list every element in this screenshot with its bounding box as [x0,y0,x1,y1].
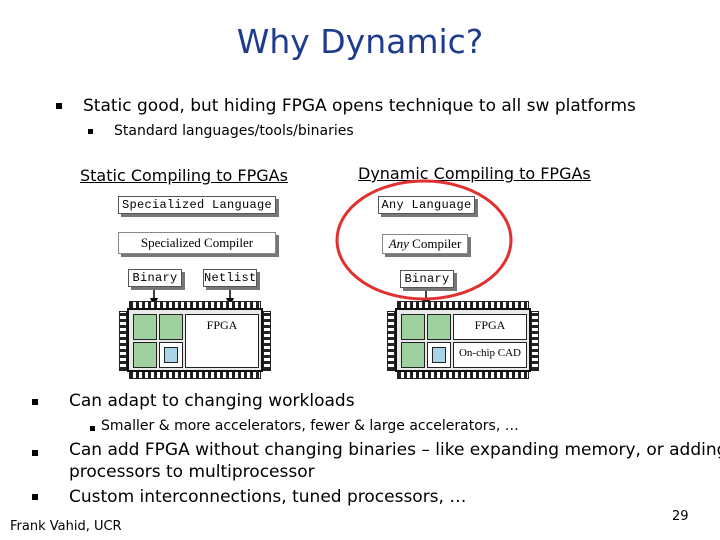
chip-body: FPGA On-chip CAD [395,308,531,372]
bullet-marker [32,450,38,456]
fpga-label-area: FPGA [185,314,259,368]
sub-bullet-marker [90,426,95,431]
sub-bullet-marker [88,129,93,134]
bullet-marker [32,399,38,405]
dynamic-compiling-heading: Dynamic Compiling to FPGAs [358,164,591,183]
sub-bullet-standard: Standard languages/tools/binaries [114,123,354,139]
bullet-marker [32,494,38,500]
logic-cell [133,342,157,368]
logic-cell [427,314,451,340]
logic-cell-configured [164,347,178,363]
bullet-add-fpga-line1: Can add FPGA without changing binaries –… [69,440,720,460]
any-compiler-label: Compiler [408,236,462,251]
logic-cell [401,314,425,340]
chip-pins-left [119,311,127,371]
specialized-language-box: Specialized Language [118,196,276,214]
page-number: 29 [672,509,689,524]
on-chip-cad-label: On-chip CAD [458,347,522,359]
sub-bullet-accelerators: Smaller & more accelerators, fewer & lar… [101,418,519,434]
logic-cell [159,314,183,340]
any-compiler-emphasis: Any [388,236,409,251]
static-compiling-heading: Static Compiling to FPGAs [80,166,288,185]
binary-box-static: Binary [128,269,182,287]
chip-pins-left [387,311,395,371]
footer-author: Frank Vahid, UCR [10,519,122,534]
chip-pins-bottom [397,371,529,379]
any-language-label: Any Language [381,198,472,212]
chip-pins-bottom [129,371,261,379]
chip-body: FPGA [127,308,263,372]
bullet-adapt-workloads: Can adapt to changing workloads [69,391,355,411]
logic-cell-empty [427,342,451,368]
any-compiler-box: Any Compiler [382,234,468,254]
fpga-label-static: FPGA [206,318,238,332]
bullet-marker [56,103,62,109]
bullet-add-fpga-line2: processors to multiprocessor [69,462,315,482]
dynamic-fpga-chip: FPGA On-chip CAD [387,301,539,379]
bullet-custom-interconnections: Custom interconnections, tuned processor… [69,487,467,507]
chip-pins-right [531,311,539,371]
netlist-box: Netlist [203,269,257,287]
logic-cell [133,314,157,340]
static-fpga-chip: FPGA [119,301,271,379]
specialized-compiler-box: Specialized Compiler [118,232,276,254]
on-chip-cad-area: On-chip CAD [453,342,527,368]
logic-cell [401,342,425,368]
any-language-box: Any Language [378,196,475,214]
bullet-static-good: Static good, but hiding FPGA opens techn… [83,96,636,116]
logic-cell-configured [432,347,446,363]
fpga-label-dynamic: FPGA [474,318,506,332]
logic-cell-empty [159,342,183,368]
chip-pins-right [263,311,271,371]
dynamic-highlight-ellipse [335,179,513,301]
slide-title: Why Dynamic? [236,22,484,61]
binary-box-dynamic: Binary [400,270,454,288]
fpga-label-area: FPGA [453,314,527,340]
